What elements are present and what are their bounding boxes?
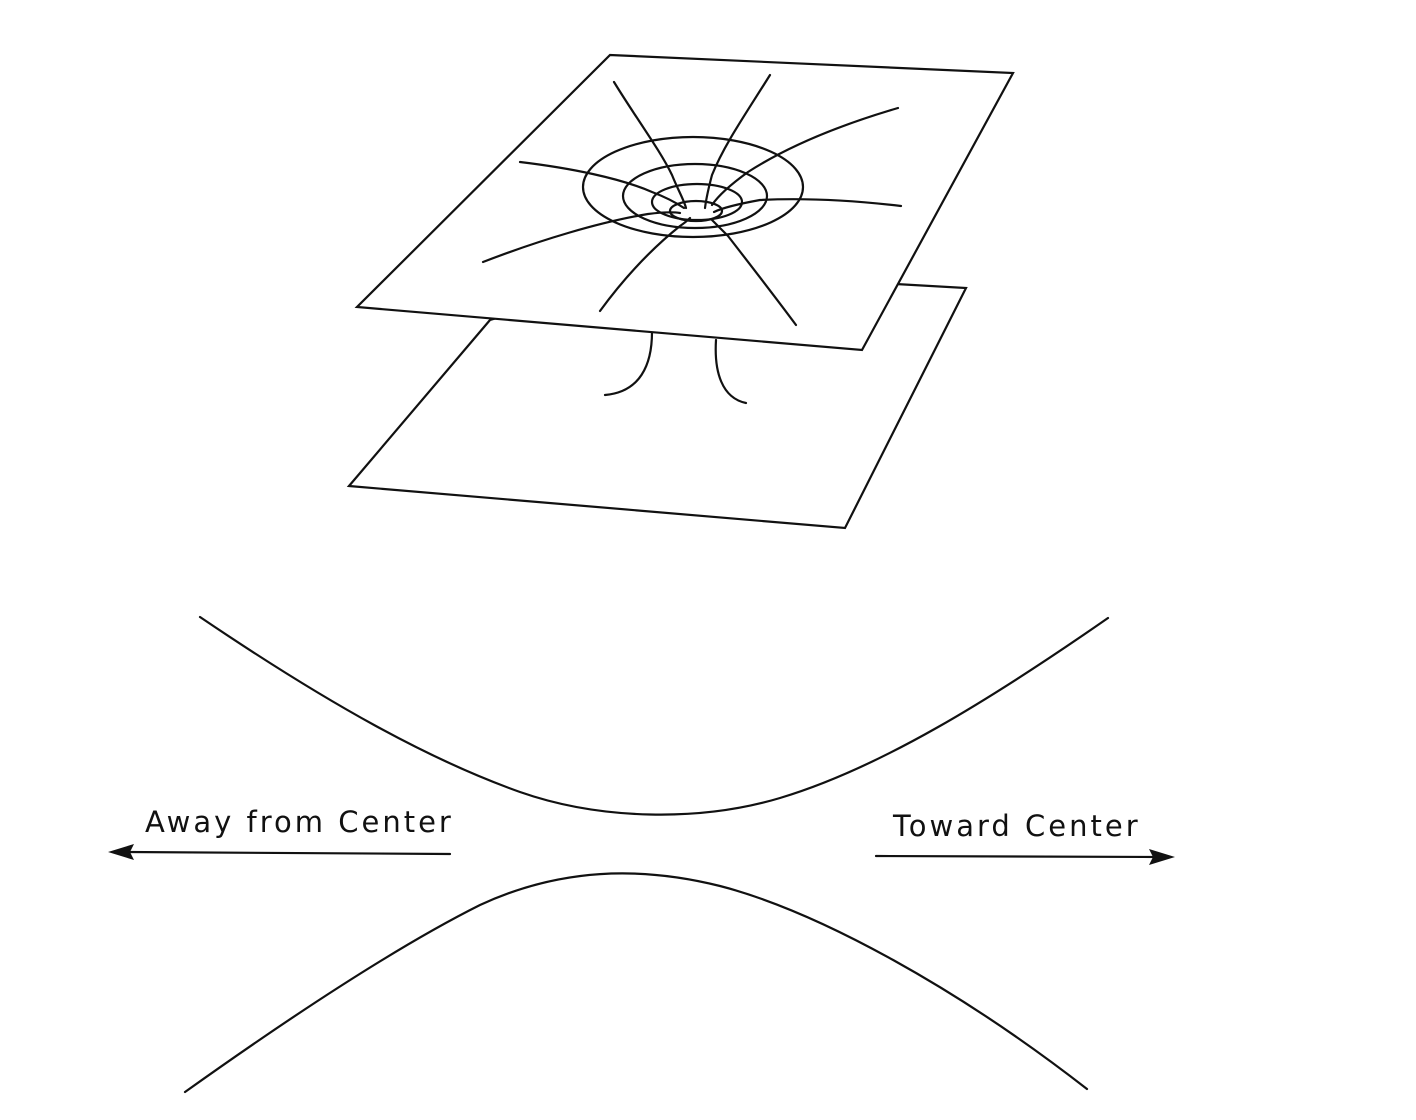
right-arrow-head bbox=[1149, 849, 1175, 865]
left-arrow-shaft bbox=[123, 850, 452, 856]
direction-indicators: Away from Center Toward Center bbox=[108, 805, 1175, 865]
cross-section bbox=[183, 615, 1110, 1094]
radial-line bbox=[481, 211, 682, 264]
toward-center-label: Toward Center bbox=[892, 809, 1141, 843]
away-from-center-label: Away from Center bbox=[145, 805, 454, 839]
radial-line bbox=[518, 160, 686, 210]
funnel-radial-lines bbox=[481, 73, 903, 327]
radial-line bbox=[703, 73, 772, 210]
funnel-ring-outer bbox=[581, 135, 805, 239]
radial-line bbox=[710, 106, 900, 207]
throat-right-curve bbox=[714, 338, 748, 405]
throat-lower-curve bbox=[183, 872, 1089, 1094]
radial-line bbox=[598, 216, 692, 313]
radial-line bbox=[710, 218, 798, 327]
funnel-ring-throat bbox=[668, 199, 724, 223]
radial-line bbox=[712, 198, 903, 214]
throat-upper-curve bbox=[198, 615, 1110, 816]
right-arrow-shaft bbox=[874, 854, 1160, 859]
throat-left-curve bbox=[603, 330, 654, 397]
radial-line bbox=[612, 80, 688, 210]
funnel-ring-middle bbox=[621, 162, 769, 230]
left-arrow-head bbox=[108, 844, 134, 860]
embedding-illustration bbox=[346, 53, 1015, 530]
funnel-rings bbox=[581, 135, 805, 239]
